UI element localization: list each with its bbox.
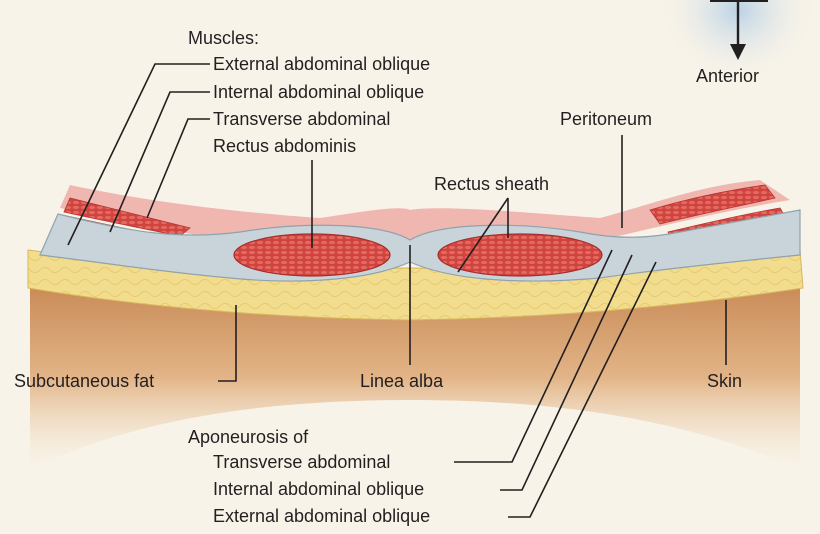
muscle-rectus-abdominis-label: Rectus abdominis: [213, 136, 356, 156]
aponeurosis-internal-oblique-label: Internal abdominal oblique: [213, 479, 424, 499]
skin-label: Skin: [707, 371, 742, 391]
subcutaneous-fat-label: Subcutaneous fat: [14, 371, 154, 391]
aponeurosis-external-oblique-label: External abdominal oblique: [213, 506, 430, 526]
leader-lines: [67, 63, 727, 518]
rectus-sheath-label: Rectus sheath: [434, 174, 549, 194]
muscles-heading: Muscles:: [188, 28, 259, 48]
aponeurosis-heading: Aponeurosis of: [188, 427, 309, 447]
muscle-external-oblique-label: External abdominal oblique: [213, 54, 430, 74]
rectus-abdominis-right: [437, 233, 603, 277]
peritoneum-label: Peritoneum: [560, 109, 652, 129]
linea-alba-label: Linea alba: [360, 371, 444, 391]
skin-layer: [30, 285, 800, 470]
arrow-down-icon: [710, 0, 768, 60]
muscle-internal-oblique-label: Internal abdominal oblique: [213, 82, 424, 102]
aponeurosis-transverse-label: Transverse abdominal: [213, 452, 390, 472]
anterior-label: Anterior: [696, 66, 759, 86]
peritoneum-layer: [60, 180, 790, 240]
rectus-sheath: [39, 209, 801, 282]
muscle-transverse-label: Transverse abdominal: [213, 109, 390, 129]
